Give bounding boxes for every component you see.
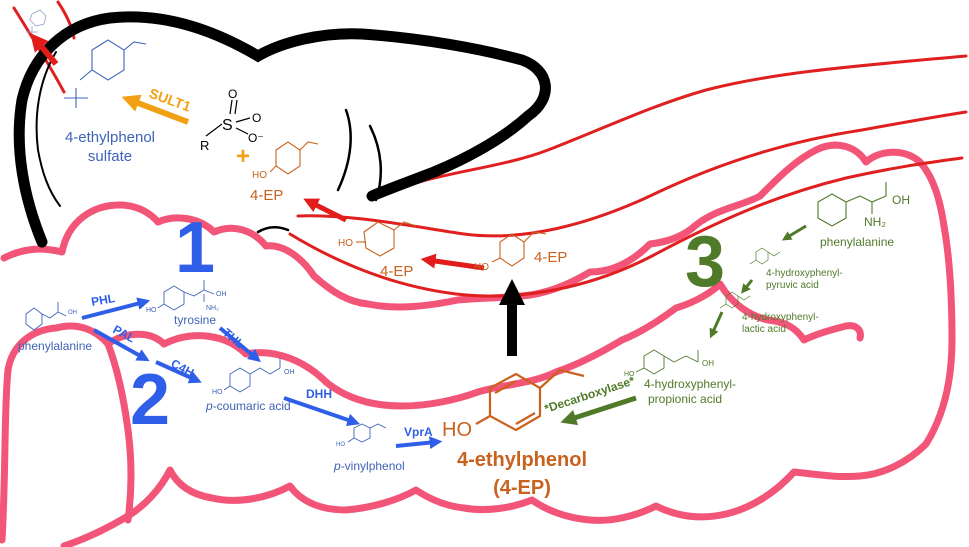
propionic-acid-label-2: propionic acid [648,392,722,406]
ep-vessel-ho-b: HO [474,262,489,273]
phenylalanine-label: phenylalanine [18,339,92,353]
ethylphenol-structure [475,368,585,432]
sulfonate-structure [205,99,251,137]
phl-enzyme-label: PHL [90,291,116,309]
vessel-arrow-mid [420,253,485,271]
pyruvic-acid-structure [749,247,781,265]
vessel-arrow-to-kidney [303,198,348,223]
lactic-acid-label-2: lactic acid [742,324,786,335]
sulfonate-s: S [222,117,233,134]
vessel-lower-wall [288,156,964,298]
ep-vessel-structure-a [356,221,417,257]
ep-sulfate-top-icon [26,9,47,36]
decarboxylase-arrow [560,395,637,426]
route3-phenylalanine-label: phenylalanine [820,235,894,249]
sulfonate-o-minus: O⁻ [248,131,264,145]
thl-arrow [218,326,261,363]
ethylphenol-abbrev: (4-EP) [493,477,551,499]
propionic-acid-ho: HO [624,371,635,378]
kidney-inner-curve [35,51,61,207]
gut-outline [0,141,956,547]
tyrosine-oh: OH [216,291,227,298]
gut-outer-wall [0,141,956,547]
coumaric-acid-label-italic: p [205,399,213,413]
sult1-arrow [121,94,190,125]
pyruvic-acid-label-2: pyruvic acid [766,280,819,291]
vpra-enzyme-label: VprA [404,425,433,439]
dhh-arrow [283,396,361,426]
tyrosine-structure [157,280,215,311]
ep-sulfate-name-line2: sulfate [88,148,132,165]
vinylphenol-label: p-vinylphenol [333,459,405,473]
kidney-outline [13,11,551,248]
propionic-acid-oh: OH [702,359,714,368]
sulfation-plus: + [236,143,250,170]
route3-arrow-3 [709,311,724,339]
route3-arrow-1 [781,224,807,241]
ep-sulfate-structure [64,39,147,108]
coumaric-acid-structure [223,358,281,393]
ep-kidney-structure [269,141,319,175]
gut-left-fold [104,340,135,524]
kidney-ureter-1 [336,108,352,192]
route3-phenylalanine-oh: OH [892,193,910,207]
pathway-number-2: 2 [130,360,170,440]
ep-kidney-ho: HO [252,170,267,181]
gut-left-edge [0,366,12,544]
ep-vessel-label-a: 4-EP [380,263,413,280]
sulfonate-r: R [200,138,209,153]
sulfonate-o-top: O [228,87,237,101]
gut-inner-loop [4,280,864,410]
ethylphenol-ho: HO [442,419,472,441]
sulfonate-o-right: O [252,111,261,125]
tyrosine-nh2: NH₂ [206,305,219,312]
ep-vessel-structure-b [491,231,547,267]
vinylphenol-structure [347,423,387,443]
decarboxylase-enzyme-label: *Decarboxylase* [543,373,637,415]
ep-vessel-label-b: 4-EP [534,249,567,266]
pal-arrow [93,328,150,362]
ep-sulfate-name-line1: 4-ethylphenol [65,129,155,146]
vessel-upper-wall [372,54,968,200]
coumaric-acid-label-rest: -coumaric acid [213,399,291,413]
propionic-acid-structure [635,349,699,375]
tyrosine-label: tyrosine [174,313,216,327]
c4h-arrow [155,360,202,384]
ep-vessel-ho-a: HO [338,238,353,249]
pyruvic-acid-label-1: 4-hydroxyphenyl- [766,268,843,279]
kidney-tail [256,226,290,234]
vessel-arrow-top-left [30,33,59,66]
coumaric-acid-oh: OH [284,369,295,376]
dhh-enzyme-label: DHH [306,387,332,401]
lactic-acid-structure [719,291,751,309]
route3-phenylalanine-structure [817,182,887,227]
route3-arrow-2 [741,279,754,294]
phenylalanine-oh-small: OH [68,310,77,316]
route3-phenylalanine-nh2: NH₂ [864,215,886,229]
coumaric-acid-ho: HO [212,389,223,396]
propionic-acid-label-1: 4-hydroxyphenyl- [644,377,736,391]
vinylphenol-label-italic: p [333,459,341,473]
tyrosine-ho: HO [146,307,157,314]
ethylphenol-name: 4-ethylphenol [457,449,587,471]
vessel-top-left-1 [12,6,66,94]
coumaric-acid-label: p-coumaric acid [205,399,291,413]
ep-kidney-label: 4-EP [250,187,283,204]
phl-arrow [81,297,151,320]
kidney-outer [13,11,551,248]
vinylphenol-ho: HO [336,442,345,448]
pathway-number-1: 1 [175,208,215,288]
kidney-ureter-2 [368,124,382,202]
vpra-arrow [395,436,443,450]
vinylphenol-label-rest: -vinylphenol [341,459,405,473]
phenylalanine-structure [25,302,67,331]
lactic-acid-label-1: 4-hydroxyphenyl- [742,312,819,323]
pathway-number-3: 3 [685,222,725,302]
